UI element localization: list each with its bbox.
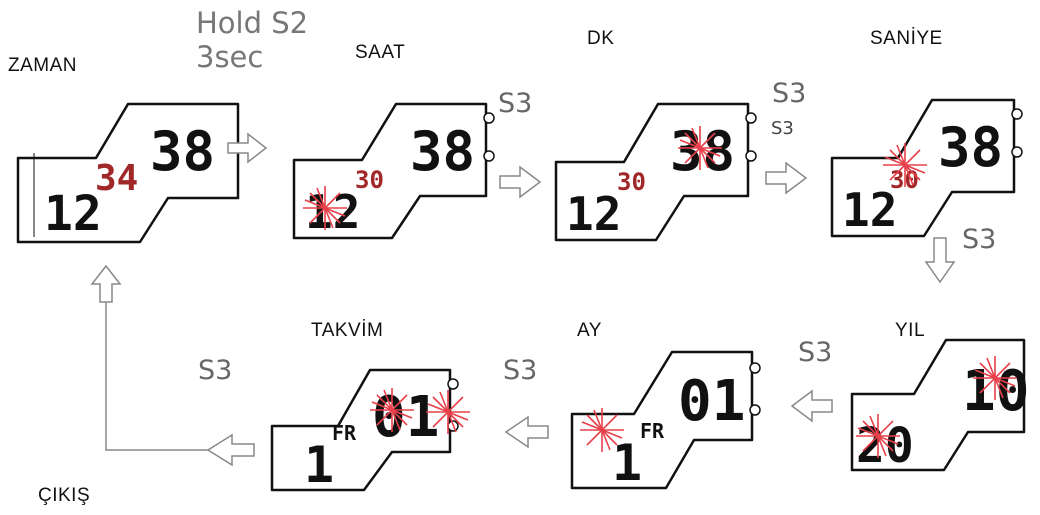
return-line [105, 300, 208, 451]
label-saniye: SANİYE [870, 28, 943, 49]
display-zaman: 12 34 38 [16, 102, 240, 244]
display-ay: 1 FR 01 [570, 350, 761, 492]
label-saat: SAAT [355, 42, 406, 63]
saniye-right-digits: 38 [938, 116, 1003, 179]
arrow-saniye-to-yil [924, 237, 956, 284]
label-zaman: ZAMAN [8, 55, 77, 76]
display-yil: 20 10 [850, 338, 1029, 474]
label-cikis: ÇIKIŞ [38, 485, 91, 506]
zaman-left-digits: 12 [44, 186, 102, 242]
s3-label-dk: S3 [772, 78, 807, 109]
s3-label-saat: S3 [498, 88, 533, 119]
s3-label-dk-small: S3 [771, 118, 794, 139]
dk-mid-digits: 30 [617, 168, 646, 196]
arrow-zaman-to-saat [227, 132, 268, 164]
arrow-return-to-zaman [90, 264, 122, 303]
hold-s2-line1: Hold S2 [196, 6, 309, 40]
label-dk: DK [587, 28, 615, 49]
display-saat: 12 30 38 [292, 102, 495, 240]
arrow-dk-to-saniye [765, 161, 808, 195]
zaman-right-digits: 38 [150, 120, 215, 183]
takvim-mid-digits: FR [332, 421, 357, 445]
label-yil: YIL [895, 320, 926, 341]
takvim-left-digits: 1 [304, 436, 334, 494]
arrow-takvim-to-cikis [206, 433, 255, 467]
saat-right-digits: 38 [410, 120, 475, 183]
dk-left-digits: 12 [566, 187, 621, 241]
display-dk: 12 30 38 [554, 102, 757, 242]
arrow-yil-to-ay [790, 389, 833, 423]
takvim-right-digits: 01 [372, 385, 439, 450]
zaman-mid-digits: 34 [95, 158, 138, 199]
hold-s2-line2: 3sec [196, 40, 264, 74]
s3-label-takvim: S3 [198, 355, 233, 386]
yil-left-digits: 20 [856, 418, 914, 474]
saat-left-digits: 12 [305, 185, 360, 239]
saat-mid-digits: 30 [355, 166, 384, 194]
saniye-left-digits: 12 [842, 183, 897, 237]
label-takvim: TAKVİM [311, 320, 384, 341]
display-takvim: 1 FR 01 [270, 368, 471, 494]
arrow-ay-to-takvim [504, 415, 549, 449]
s3-label-ay: S3 [503, 355, 538, 386]
s3-label-yil: S3 [798, 337, 833, 368]
display-saniye: 12 30 38 [830, 98, 1023, 238]
s3-label-saniye: S3 [962, 224, 997, 255]
ay-left-digits: 1 [612, 434, 642, 492]
arrow-saat-to-dk [499, 165, 542, 199]
ay-mid-digits: FR [640, 419, 665, 443]
ay-right-digits: 01 [678, 369, 745, 434]
label-ay: AY [577, 320, 602, 341]
